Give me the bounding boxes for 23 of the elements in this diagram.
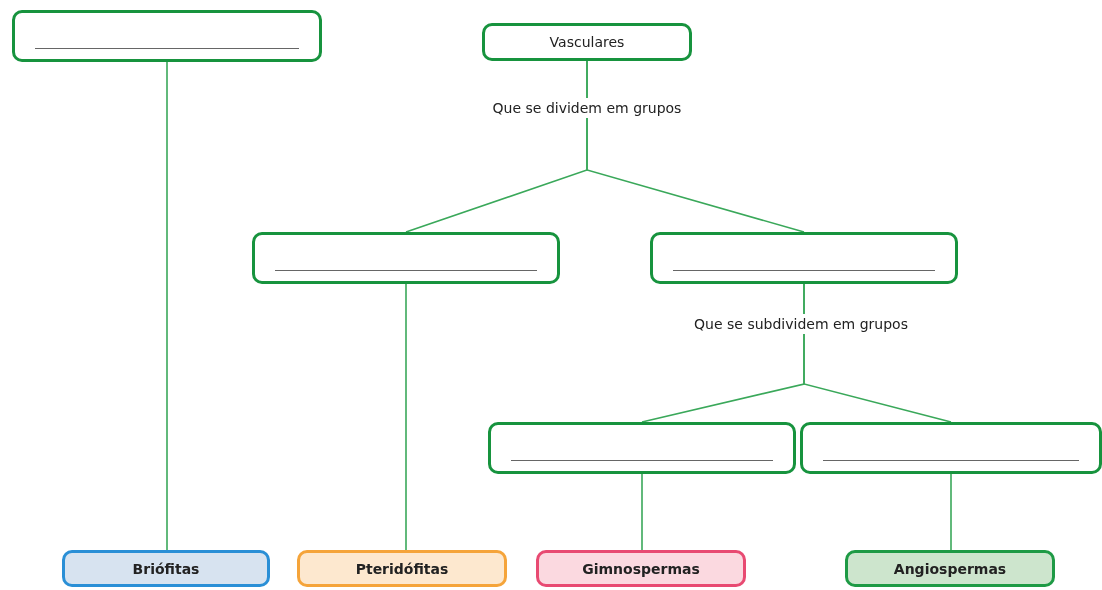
connector-line bbox=[803, 283, 952, 423]
answer-box bbox=[488, 422, 796, 474]
box-label: Briófitas bbox=[132, 560, 200, 577]
box-label: Angiospermas bbox=[893, 560, 1007, 577]
category-box bbox=[62, 550, 270, 587]
connector-line bbox=[641, 473, 643, 551]
box-label: Pteridófitas bbox=[355, 560, 449, 577]
connector-line bbox=[586, 60, 805, 233]
answer-box bbox=[800, 422, 1102, 474]
category-box bbox=[297, 550, 507, 587]
connector-line bbox=[166, 61, 168, 551]
answer-box bbox=[12, 10, 322, 62]
answer-box bbox=[650, 232, 958, 284]
edge-label: Que se subdividem em grupos bbox=[694, 314, 908, 334]
box-label: Vasculares bbox=[549, 34, 625, 50]
edge-label: Que se dividem em grupos bbox=[492, 98, 682, 118]
connector-line bbox=[950, 473, 952, 551]
box-label: Gimnospermas bbox=[582, 560, 700, 577]
category-box bbox=[845, 550, 1055, 587]
answer-box bbox=[252, 232, 560, 284]
connector-line bbox=[405, 283, 407, 551]
concept-box bbox=[482, 23, 692, 61]
category-box bbox=[536, 550, 746, 587]
